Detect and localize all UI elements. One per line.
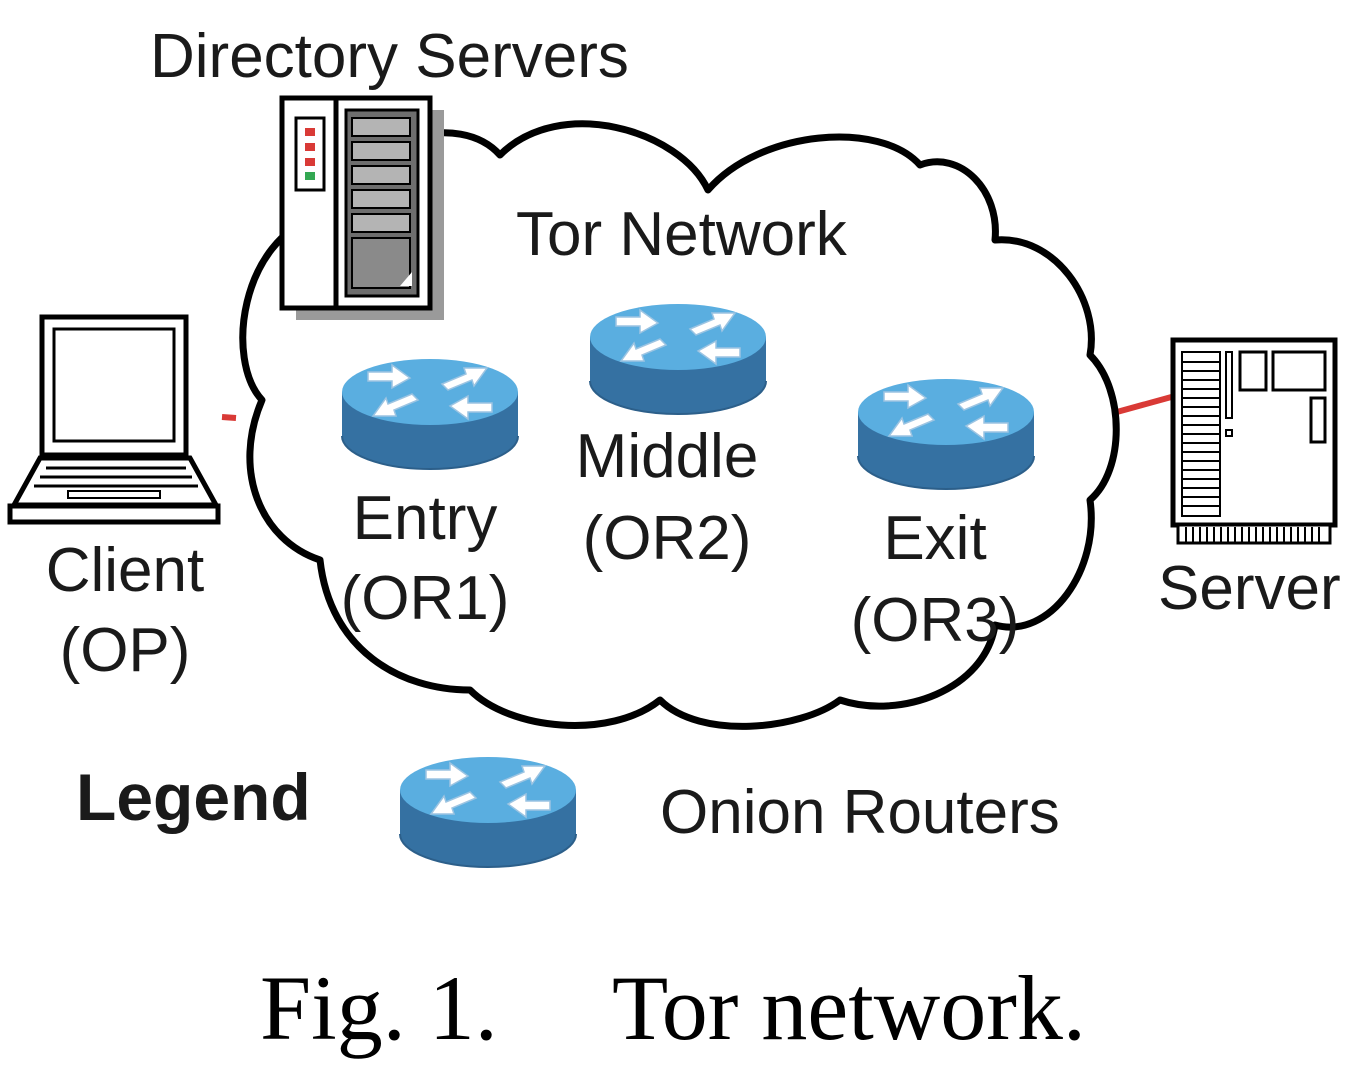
entry-label: Entry xyxy=(352,484,498,553)
directory-server-rack-icon xyxy=(279,95,444,320)
exit-router-icon xyxy=(857,378,1035,490)
directory-servers-label: Directory Servers xyxy=(150,22,629,91)
tor-cloud-shape xyxy=(239,120,1120,730)
exit-label: Exit xyxy=(883,504,987,573)
legend-onion-routers-label: Onion Routers xyxy=(660,778,1060,847)
exit-sub-label: (OR3) xyxy=(850,586,1020,655)
tor-network-label: Tor Network xyxy=(516,200,847,269)
server-tower-icon xyxy=(1170,337,1338,545)
legend-router-icon xyxy=(399,756,577,868)
entry-sub-label: (OR1) xyxy=(340,564,510,633)
client-sub-label: (OP) xyxy=(59,616,191,685)
link-client-cloud xyxy=(221,414,237,421)
legend-title: Legend xyxy=(76,760,311,834)
server-label: Server xyxy=(1158,554,1341,623)
client-laptop-icon xyxy=(7,314,221,525)
middle-sub-label: (OR2) xyxy=(582,504,752,573)
middle-label: Middle xyxy=(575,422,759,491)
figure-number: Fig. 1. xyxy=(260,957,498,1059)
entry-router-icon xyxy=(341,358,519,470)
middle-router-icon xyxy=(589,303,767,415)
client-label: Client xyxy=(45,536,205,605)
figure-caption: Tor network. xyxy=(612,957,1086,1059)
